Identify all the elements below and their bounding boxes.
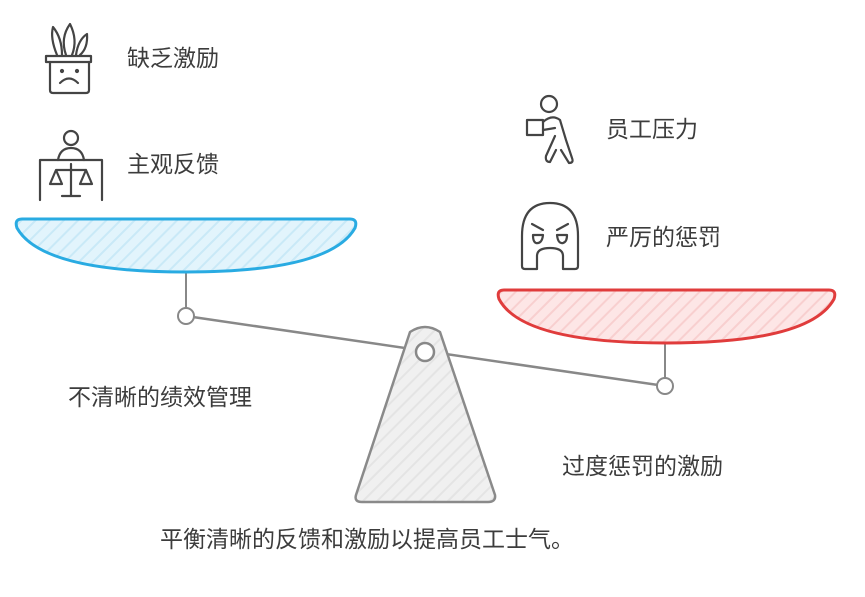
left-caption: 不清晰的绩效管理 — [68, 385, 252, 411]
left-pan — [14, 217, 358, 274]
sad-plant-icon — [44, 22, 93, 95]
left-joint — [177, 307, 195, 325]
left-item-label: 缺乏激励 — [127, 46, 219, 72]
right-caption: 过度惩罚的激励 — [562, 454, 723, 480]
pivot — [414, 341, 436, 363]
left-item-label: 主观反馈 — [127, 152, 219, 178]
judge-scales-icon — [38, 129, 104, 202]
right-joint — [656, 377, 674, 395]
fulcrum — [354, 325, 497, 504]
right-item-label: 员工压力 — [606, 117, 698, 143]
angry-face-icon — [520, 201, 580, 271]
person-carrying-box-icon — [525, 94, 574, 165]
conclusion-text: 平衡清晰的反馈和激励以提高员工士气。 — [160, 527, 574, 553]
right-pan — [496, 288, 837, 345]
right-item-label: 严厉的惩罚 — [606, 225, 721, 251]
